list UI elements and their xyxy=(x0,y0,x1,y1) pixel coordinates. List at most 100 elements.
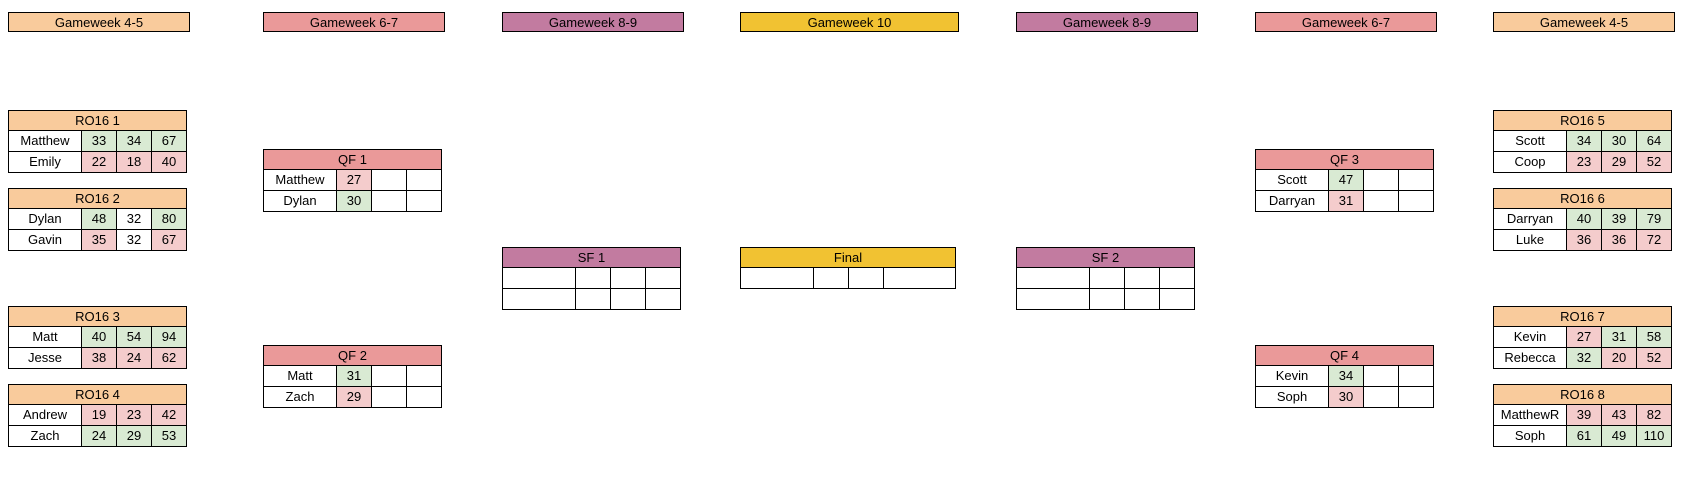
total-score-cell[interactable]: 64 xyxy=(1636,131,1672,152)
player-name-cell[interactable]: Rebecca xyxy=(1493,348,1567,369)
gameweek-score-cell[interactable]: 23 xyxy=(1566,152,1602,173)
gameweek-score-cell[interactable]: 32 xyxy=(1566,348,1602,369)
total-score-cell[interactable]: 94 xyxy=(151,327,187,348)
gameweek-score-cell[interactable]: 39 xyxy=(1566,405,1602,426)
player-name-cell[interactable]: Matthew xyxy=(263,170,337,191)
gameweek-score-cell[interactable]: 35 xyxy=(81,230,117,251)
gameweek-score-cell[interactable]: 40 xyxy=(81,327,117,348)
gameweek-score-cell[interactable]: 54 xyxy=(116,327,152,348)
player-name-cell[interactable] xyxy=(502,289,576,310)
player-name-cell[interactable]: Gavin xyxy=(8,230,82,251)
gameweek-score-cell[interactable] xyxy=(1363,366,1399,387)
total-score-cell[interactable] xyxy=(406,387,442,408)
player-name-cell[interactable]: Dylan xyxy=(8,209,82,230)
gameweek-score-cell[interactable] xyxy=(610,268,646,289)
total-score-cell[interactable]: 79 xyxy=(1636,209,1672,230)
gameweek-score-cell[interactable]: 34 xyxy=(1328,366,1364,387)
player-name-cell[interactable]: Emily xyxy=(8,152,82,173)
player-name-cell[interactable]: Soph xyxy=(1493,426,1567,447)
gameweek-score-cell[interactable]: 40 xyxy=(1566,209,1602,230)
gameweek-score-cell[interactable]: 30 xyxy=(1328,387,1364,408)
gameweek-score-cell[interactable]: 39 xyxy=(1601,209,1637,230)
total-score-cell[interactable] xyxy=(645,268,681,289)
player-name-cell[interactable]: Kevin xyxy=(1255,366,1329,387)
player-name-cell[interactable] xyxy=(502,268,576,289)
gameweek-score-cell[interactable]: 29 xyxy=(1601,152,1637,173)
player-name-cell[interactable]: MatthewR xyxy=(1493,405,1567,426)
gameweek-score-cell[interactable]: 43 xyxy=(1601,405,1637,426)
gameweek-score-cell[interactable]: 31 xyxy=(1328,191,1364,212)
total-score-cell[interactable]: 67 xyxy=(151,230,187,251)
gameweek-score-cell[interactable]: 20 xyxy=(1601,348,1637,369)
total-score-cell[interactable] xyxy=(1159,268,1195,289)
gameweek-score-cell[interactable] xyxy=(575,268,611,289)
gameweek-score-cell[interactable]: 61 xyxy=(1566,426,1602,447)
player-name-cell[interactable]: Darryan xyxy=(1493,209,1567,230)
player-name-cell[interactable]: Andrew xyxy=(8,405,82,426)
total-score-cell[interactable] xyxy=(406,191,442,212)
gameweek-score-cell[interactable]: 31 xyxy=(336,366,372,387)
player-name-cell[interactable]: Dylan xyxy=(263,191,337,212)
gameweek-score-cell[interactable]: 29 xyxy=(336,387,372,408)
gameweek-score-cell[interactable] xyxy=(1124,289,1160,310)
total-score-cell[interactable]: 80 xyxy=(151,209,187,230)
player-name-cell[interactable]: Matt xyxy=(8,327,82,348)
gameweek-score-cell[interactable]: 33 xyxy=(81,131,117,152)
gameweek-score-cell[interactable]: 22 xyxy=(81,152,117,173)
total-score-cell[interactable]: 52 xyxy=(1636,348,1672,369)
player-name-cell[interactable]: Darryan xyxy=(1255,191,1329,212)
gameweek-score-cell[interactable] xyxy=(1363,387,1399,408)
gameweek-score-cell[interactable] xyxy=(1363,170,1399,191)
gameweek-score-cell[interactable]: 47 xyxy=(1328,170,1364,191)
gameweek-score-cell[interactable]: 24 xyxy=(81,426,117,447)
total-score-cell[interactable] xyxy=(1398,191,1434,212)
total-score-cell[interactable]: 42 xyxy=(151,405,187,426)
total-score-cell[interactable] xyxy=(1398,366,1434,387)
gameweek-score-cell[interactable]: 38 xyxy=(81,348,117,369)
total-score-cell[interactable] xyxy=(1398,170,1434,191)
gameweek-score-cell[interactable] xyxy=(371,387,407,408)
player-name-cell[interactable] xyxy=(740,268,814,289)
total-score-cell[interactable]: 40 xyxy=(151,152,187,173)
player-name-cell[interactable]: Coop xyxy=(1493,152,1567,173)
total-score-cell[interactable] xyxy=(1159,289,1195,310)
gameweek-score-cell[interactable] xyxy=(371,366,407,387)
player-name-cell[interactable]: Scott xyxy=(1255,170,1329,191)
gameweek-score-cell[interactable]: 30 xyxy=(1601,131,1637,152)
gameweek-score-cell[interactable]: 31 xyxy=(1601,327,1637,348)
player-name-cell[interactable]: Soph xyxy=(1255,387,1329,408)
total-score-cell[interactable]: 62 xyxy=(151,348,187,369)
total-score-cell[interactable]: 52 xyxy=(1636,152,1672,173)
player-name-cell[interactable]: Luke xyxy=(1493,230,1567,251)
gameweek-score-cell[interactable]: 30 xyxy=(336,191,372,212)
gameweek-score-cell[interactable]: 36 xyxy=(1566,230,1602,251)
total-score-cell[interactable]: 67 xyxy=(151,131,187,152)
total-score-cell[interactable]: 110 xyxy=(1636,426,1672,447)
gameweek-score-cell[interactable]: 19 xyxy=(81,405,117,426)
player-name-cell[interactable]: Jesse xyxy=(8,348,82,369)
total-score-cell[interactable] xyxy=(645,289,681,310)
gameweek-score-cell[interactable]: 34 xyxy=(116,131,152,152)
player-name-cell[interactable]: Scott xyxy=(1493,131,1567,152)
player-name-cell[interactable]: Zach xyxy=(263,387,337,408)
gameweek-score-cell[interactable]: 27 xyxy=(336,170,372,191)
gameweek-score-cell[interactable]: 29 xyxy=(116,426,152,447)
gameweek-score-cell[interactable] xyxy=(1089,268,1125,289)
total-score-cell[interactable]: 53 xyxy=(151,426,187,447)
total-score-cell[interactable]: 72 xyxy=(1636,230,1672,251)
gameweek-score-cell[interactable]: 32 xyxy=(116,209,152,230)
gameweek-score-cell[interactable]: 32 xyxy=(116,230,152,251)
gameweek-score-cell[interactable]: 24 xyxy=(116,348,152,369)
total-score-cell[interactable] xyxy=(406,170,442,191)
total-score-cell[interactable]: 58 xyxy=(1636,327,1672,348)
gameweek-score-cell[interactable] xyxy=(848,268,884,289)
gameweek-score-cell[interactable]: 27 xyxy=(1566,327,1602,348)
gameweek-score-cell[interactable] xyxy=(1363,191,1399,212)
gameweek-score-cell[interactable] xyxy=(1124,268,1160,289)
player-name-cell[interactable] xyxy=(1016,268,1090,289)
player-name-cell[interactable]: Matt xyxy=(263,366,337,387)
gameweek-score-cell[interactable] xyxy=(813,268,849,289)
total-score-cell[interactable] xyxy=(1398,387,1434,408)
total-score-cell[interactable] xyxy=(883,268,956,289)
gameweek-score-cell[interactable]: 49 xyxy=(1601,426,1637,447)
